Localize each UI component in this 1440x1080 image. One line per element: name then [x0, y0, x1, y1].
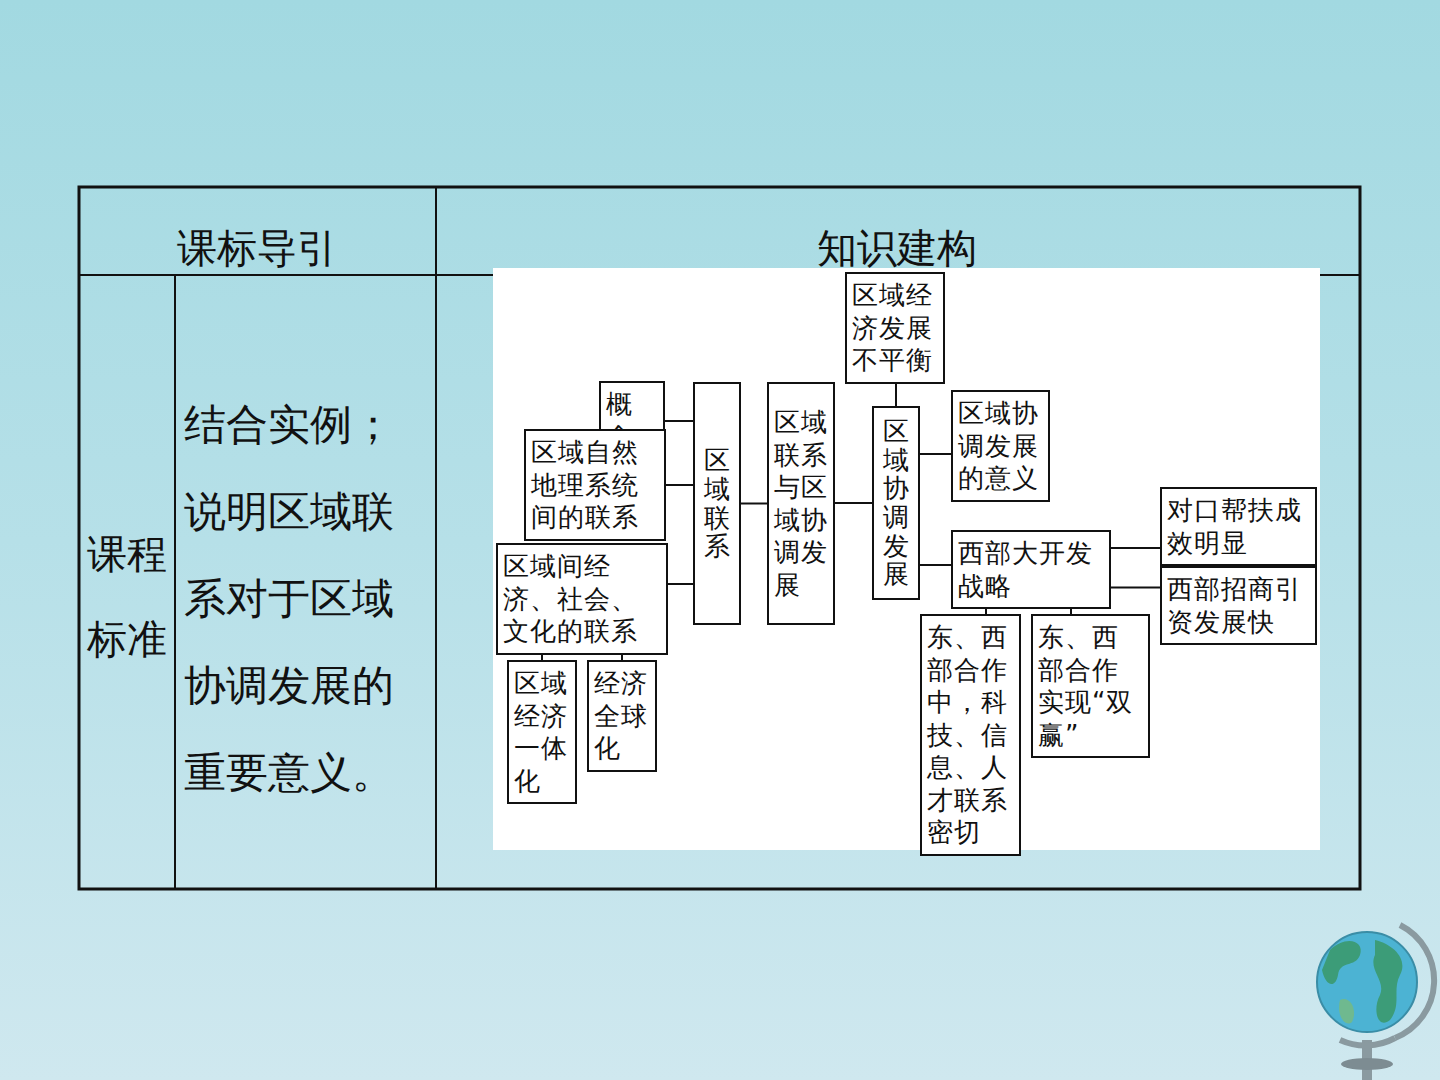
- concept-box: 西部招商引资发展快: [1160, 566, 1317, 645]
- box-text: 区域联系: [704, 446, 730, 560]
- connector-line: [895, 384, 897, 406]
- connector-line: [835, 502, 872, 504]
- concept-box: 对口帮扶成效明显: [1160, 487, 1317, 566]
- box-text: 区域自然地理系统间的联系: [531, 436, 659, 534]
- table-cell: 知识建构: [777, 222, 1017, 274]
- connector-line: [668, 583, 693, 585]
- concept-box: 区域联系: [693, 382, 741, 625]
- globe-icon: [1317, 925, 1434, 1080]
- box-text: 区域经济一体化: [514, 667, 570, 797]
- box-text: 区域经济发展不平衡: [852, 279, 938, 377]
- concept-box: 经济全球化: [587, 660, 657, 772]
- connector-line: [920, 453, 951, 455]
- concept-box: 区域经济一体化: [507, 660, 577, 804]
- concept-box: 区域协调发展: [872, 406, 920, 600]
- table-cell: 课程标准: [80, 512, 174, 682]
- box-text: 东、西部合作实现“双赢”: [1038, 621, 1143, 751]
- connector-line: [666, 484, 693, 486]
- box-text: 经济全球化: [594, 667, 650, 765]
- concept-box: 西部大开发战略: [951, 530, 1111, 609]
- concept-box: 区域协调发展的意义: [951, 390, 1050, 502]
- connector-line: [1111, 547, 1160, 549]
- box-text: 区域间经济、社会、文化的联系: [503, 550, 661, 648]
- concept-box: 区域经济发展不平衡: [845, 272, 945, 384]
- box-text: 区域协调发展: [883, 417, 909, 589]
- box-text: 区域协调发展的意义: [958, 397, 1043, 495]
- table-rule: [435, 187, 437, 889]
- concept-box: 区域联系与区域协调发展: [767, 382, 835, 625]
- concept-box: 东、西部合作实现“双赢”: [1031, 614, 1150, 758]
- concept-box: 东、西部合作中，科技、信息、人才联系密切: [920, 614, 1021, 856]
- box-text: 对口帮扶成效明显: [1167, 494, 1310, 559]
- connector-line: [665, 420, 693, 422]
- connector-line: [741, 503, 767, 505]
- map-panel: [493, 268, 1320, 850]
- concept-box: 区域间经济、社会、文化的联系: [496, 543, 668, 655]
- connector-line: [920, 564, 951, 566]
- box-text: 区域联系与区域协调发展: [774, 406, 828, 601]
- table-cell: 结合实例；说明区域联系对于区域协调发展的重要意义。: [184, 381, 410, 816]
- concept-box: 区域自然地理系统间的联系: [524, 429, 666, 541]
- table-rule: [174, 275, 176, 889]
- box-text: 东、西部合作中，科技、信息、人才联系密切: [927, 621, 1014, 849]
- box-text: 西部大开发战略: [958, 537, 1104, 602]
- table-border: [79, 187, 1360, 889]
- box-text: 西部招商引资发展快: [1167, 573, 1310, 638]
- connector-line: [1111, 587, 1160, 589]
- table-cell: 课标导引: [137, 222, 377, 274]
